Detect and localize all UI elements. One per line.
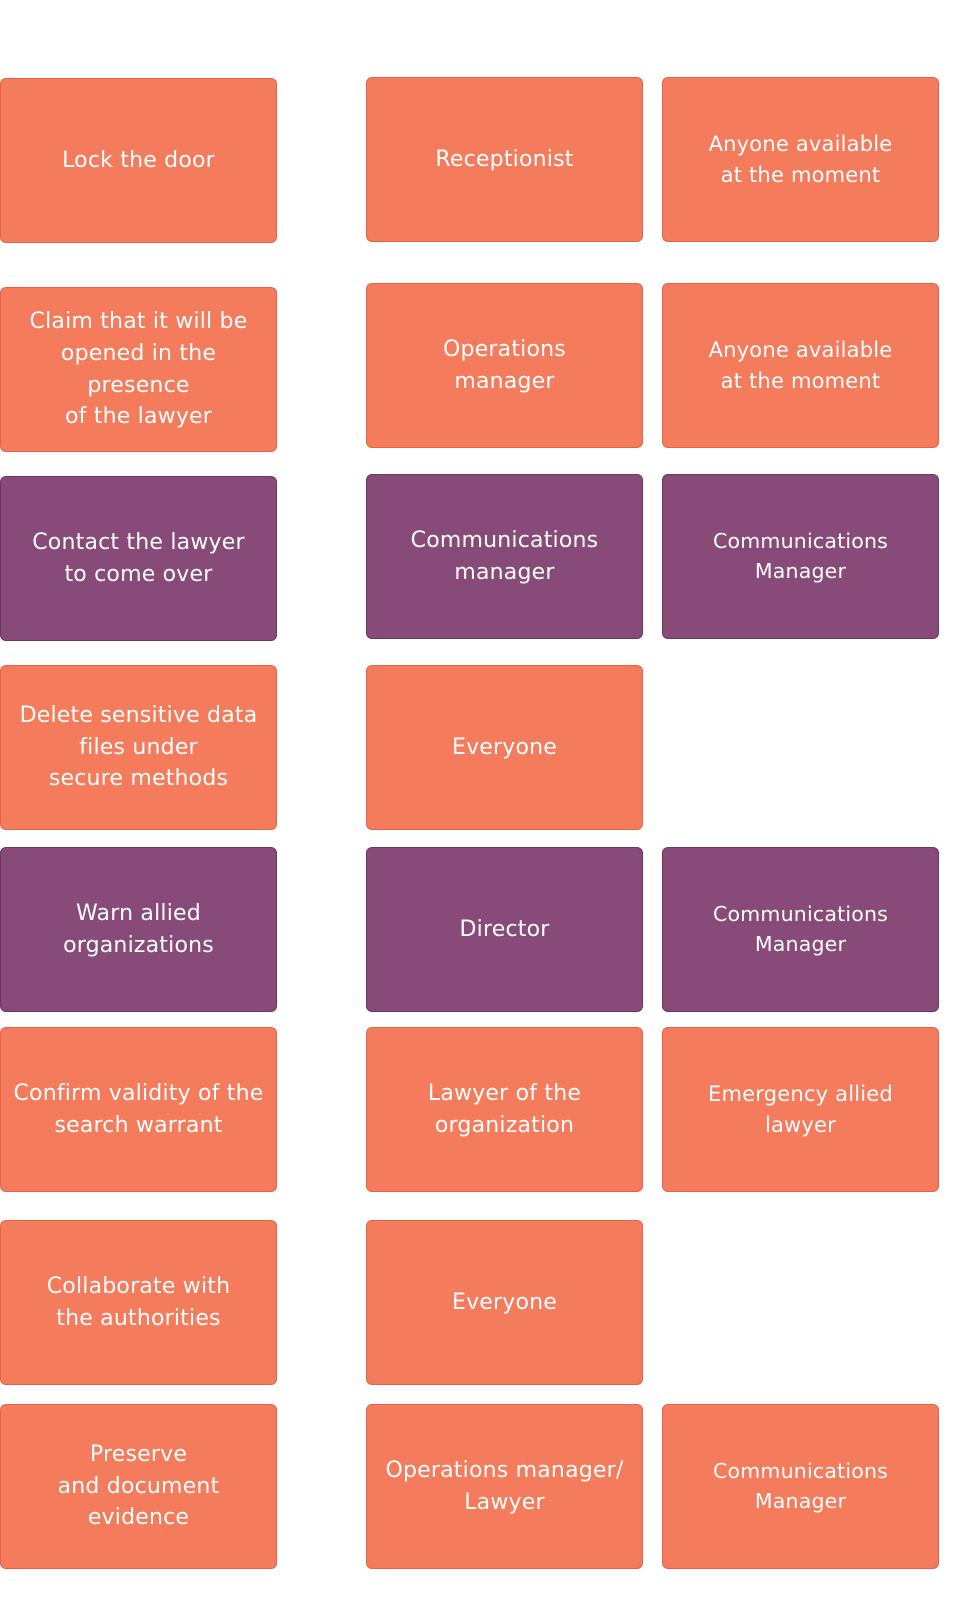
backup-card-anyone-available: Anyone available at the moment	[662, 77, 939, 242]
action-card-collaborate-authorities: Collaborate with the authorities	[0, 1220, 277, 1385]
action-card-warn-allied-organizations: Warn allied organizations	[0, 847, 277, 1012]
backup-card-communications-manager-2: Communications Manager	[662, 847, 939, 1012]
responsible-card-communications-manager: Communications manager	[366, 474, 643, 639]
responsible-card-receptionist: Receptionist	[366, 77, 643, 242]
action-card-contact-lawyer: Contact the lawyer to come over	[0, 476, 277, 641]
backup-card-communications-manager: Communications Manager	[662, 474, 939, 639]
responsible-card-lawyer-of-organization: Lawyer of the organization	[366, 1027, 643, 1192]
responsible-card-operations-manager-lawyer: Operations manager/ Lawyer	[366, 1404, 643, 1569]
action-card-confirm-search-warrant: Confirm validity of the search warrant	[0, 1027, 277, 1192]
action-card-preserve-document-evidence: Preserve and document evidence	[0, 1404, 277, 1569]
responsible-card-operations-manager: Operations manager	[366, 283, 643, 448]
responsible-card-director: Director	[366, 847, 643, 1012]
backup-card-anyone-available-2: Anyone available at the moment	[662, 283, 939, 448]
responsible-card-everyone: Everyone	[366, 665, 643, 830]
action-card-claim-opened-presence-lawyer: Claim that it will be opened in the pres…	[0, 287, 277, 452]
backup-card-communications-manager-3: Communications Manager	[662, 1404, 939, 1569]
action-card-delete-sensitive-data: Delete sensitive data files under secure…	[0, 665, 277, 830]
action-card-lock-door: Lock the door	[0, 78, 277, 243]
responsible-card-everyone-2: Everyone	[366, 1220, 643, 1385]
backup-card-emergency-allied-lawyer: Emergency allied lawyer	[662, 1027, 939, 1192]
